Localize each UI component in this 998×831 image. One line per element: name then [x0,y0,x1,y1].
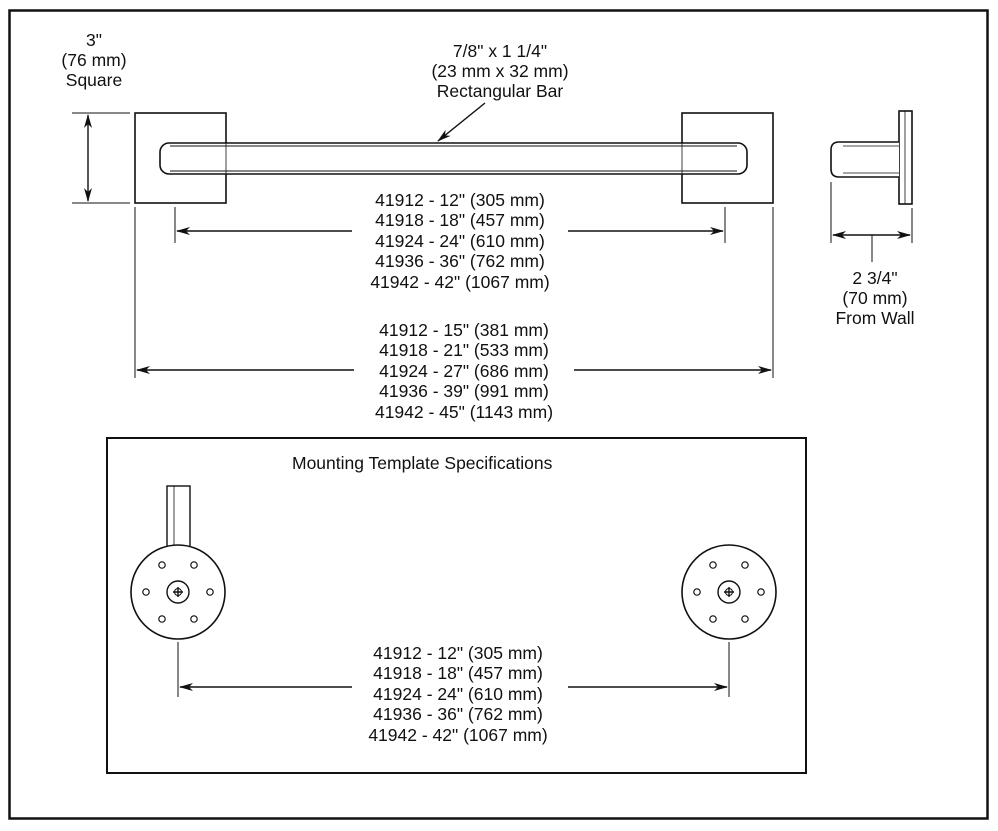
projection-label: 2 3/4" (70 mm) From Wall [820,268,930,328]
template-dim-item: 41912 - 12" (305 mm) [373,643,543,663]
bar-size-line2: (23 mm x 32 mm) [431,61,569,81]
flange-size-line3: Square [65,70,123,90]
grab-bar [159,142,748,175]
inner-dim-item: 41942 - 42" (1067 mm) [370,271,550,292]
flange-size-line1: 3" [86,30,102,50]
bar-size-label: 7/8" x 1 1/4" (23 mm x 32 mm) Rectangula… [400,41,600,101]
template-spacing-dimension [177,642,730,697]
projection-dimension [830,182,913,262]
inner-dim-item: 41918 - 18" (457 mm) [375,210,545,231]
bar-size-line3: Rectangular Bar [436,81,564,101]
bar-callout-arrow [437,102,486,142]
bar-size-line1: 7/8" x 1 1/4" [452,41,548,61]
inner-dim-item: 41924 - 24" (610 mm) [375,230,545,251]
overall-dim-item: 41942 - 45" (1143 mm) [374,401,554,422]
overall-dim-item: 41918 - 21" (533 mm) [379,340,549,361]
inner-length-dimension [174,207,726,243]
template-dim-item: 41924 - 24" (610 mm) [373,683,543,704]
overall-dimension-list: 41912 - 15" (381 mm) 41918 - 21" (533 mm… [349,320,579,422]
overall-dim-item: 41912 - 15" (381 mm) [379,320,549,340]
template-dimension-list: 41912 - 12" (305 mm) 41918 - 18" (457 mm… [343,643,573,745]
flange-size-label: 3" (76 mm) Square [48,30,140,90]
inner-dimension-list: 41912 - 12" (305 mm) 41918 - 18" (457 mm… [345,190,575,292]
projection-line3: From Wall [835,308,915,328]
inner-dim-item: 41912 - 12" (305 mm) [375,190,545,210]
flange-size-line2: (76 mm) [61,50,127,70]
inner-dim-item: 41936 - 36" (762 mm) [375,251,545,272]
template-box [106,437,807,774]
template-dim-item: 41918 - 18" (457 mm) [373,663,543,684]
side-view [830,110,913,205]
projection-line2: (70 mm) [842,288,908,308]
template-dim-item: 41942 - 42" (1067 mm) [368,724,548,745]
left-mounting-plate [130,485,226,640]
template-dim-item: 41936 - 36" (762 mm) [373,704,543,725]
right-mounting-plate [681,544,777,640]
overall-dim-item: 41924 - 27" (686 mm) [379,360,549,381]
overall-length-dimension [134,207,774,378]
flange-height-dimension [72,112,130,204]
template-title: Mounting Template Specifications [292,453,553,473]
projection-line1: 2 3/4" [852,268,898,288]
overall-dim-item: 41936 - 39" (991 mm) [379,381,549,402]
outer-border [8,9,989,820]
